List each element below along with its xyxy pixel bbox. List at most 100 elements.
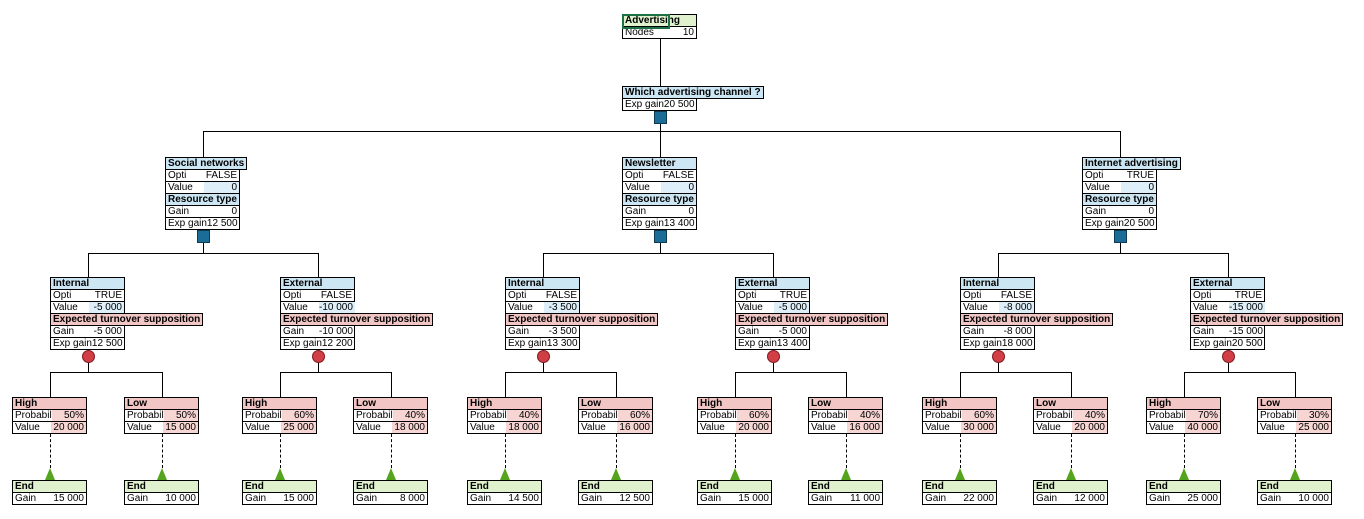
end-node-marker[interactable] xyxy=(386,468,396,480)
end-node-marker[interactable] xyxy=(45,468,55,480)
chance-node-marker[interactable] xyxy=(1222,350,1235,363)
outcome-title[interactable]: High xyxy=(697,397,772,410)
end-title[interactable]: End xyxy=(922,480,997,493)
channel-title[interactable]: Social networks xyxy=(165,157,248,170)
channel-title[interactable]: Newsletter xyxy=(622,157,697,170)
end-title[interactable]: End xyxy=(1146,480,1221,493)
outcome-title[interactable]: High xyxy=(467,397,542,410)
outcome-title[interactable]: High xyxy=(922,397,997,410)
value-row[interactable]: Value-15 000 xyxy=(1190,301,1265,314)
chance-subtitle[interactable]: Expected turnover supposition xyxy=(280,313,434,326)
value-row[interactable]: Value-5 000 xyxy=(50,301,125,314)
end-title[interactable]: End xyxy=(12,480,87,493)
outcome-title[interactable]: High xyxy=(12,397,87,410)
root-node-title[interactable]: Advertising xyxy=(622,14,697,29)
end-node-marker[interactable] xyxy=(1066,468,1076,480)
end-node-marker[interactable] xyxy=(1179,468,1189,480)
outcome-title[interactable]: Low xyxy=(808,397,883,410)
end-node-marker[interactable] xyxy=(841,468,851,480)
option-title[interactable]: Internal xyxy=(50,277,125,290)
end-title[interactable]: End xyxy=(353,480,428,493)
end-node-marker[interactable] xyxy=(275,468,285,480)
end-node-marker[interactable] xyxy=(1290,468,1300,480)
end-title[interactable]: End xyxy=(124,480,199,493)
option-title[interactable]: External xyxy=(1190,277,1265,290)
outcome-title[interactable]: Low xyxy=(578,397,653,410)
question-subtitle[interactable]: Resource type xyxy=(622,193,697,206)
end-node-marker[interactable] xyxy=(611,468,621,480)
end-node-marker[interactable] xyxy=(500,468,510,480)
outcome-title[interactable]: Low xyxy=(353,397,428,410)
outcome-title[interactable]: Low xyxy=(1033,397,1108,410)
outcome-title[interactable]: Low xyxy=(124,397,199,410)
decision-node-marker[interactable] xyxy=(1114,230,1127,243)
chance-subtitle[interactable]: Expected turnover supposition xyxy=(960,313,1114,326)
question-subtitle[interactable]: Resource type xyxy=(165,193,240,206)
end-title[interactable]: End xyxy=(242,480,317,493)
option-title[interactable]: Internal xyxy=(505,277,580,290)
question-subtitle[interactable]: Resource type xyxy=(1082,193,1157,206)
option-title[interactable]: External xyxy=(280,277,355,290)
decision-node-marker[interactable] xyxy=(197,230,210,243)
outcome-title[interactable]: High xyxy=(242,397,317,410)
chance-subtitle[interactable]: Expected turnover supposition xyxy=(505,313,659,326)
option-title[interactable]: External xyxy=(735,277,810,290)
end-node-marker[interactable] xyxy=(157,468,167,480)
end-title[interactable]: End xyxy=(697,480,772,493)
gain-row[interactable]: Gain-15 000 xyxy=(1190,325,1265,338)
gain-row[interactable]: Gain-10 000 xyxy=(280,325,355,338)
end-title[interactable]: End xyxy=(808,480,883,493)
chance-subtitle[interactable]: Expected turnover supposition xyxy=(735,313,889,326)
end-title[interactable]: End xyxy=(467,480,542,493)
decision-node-marker[interactable] xyxy=(654,111,667,124)
chance-node-marker[interactable] xyxy=(992,350,1005,363)
outcome-title[interactable]: Low xyxy=(1257,397,1332,410)
outcome-title[interactable]: High xyxy=(1146,397,1221,410)
chance-node-marker[interactable] xyxy=(82,350,95,363)
end-title[interactable]: End xyxy=(578,480,653,493)
option-title[interactable]: Internal xyxy=(960,277,1035,290)
